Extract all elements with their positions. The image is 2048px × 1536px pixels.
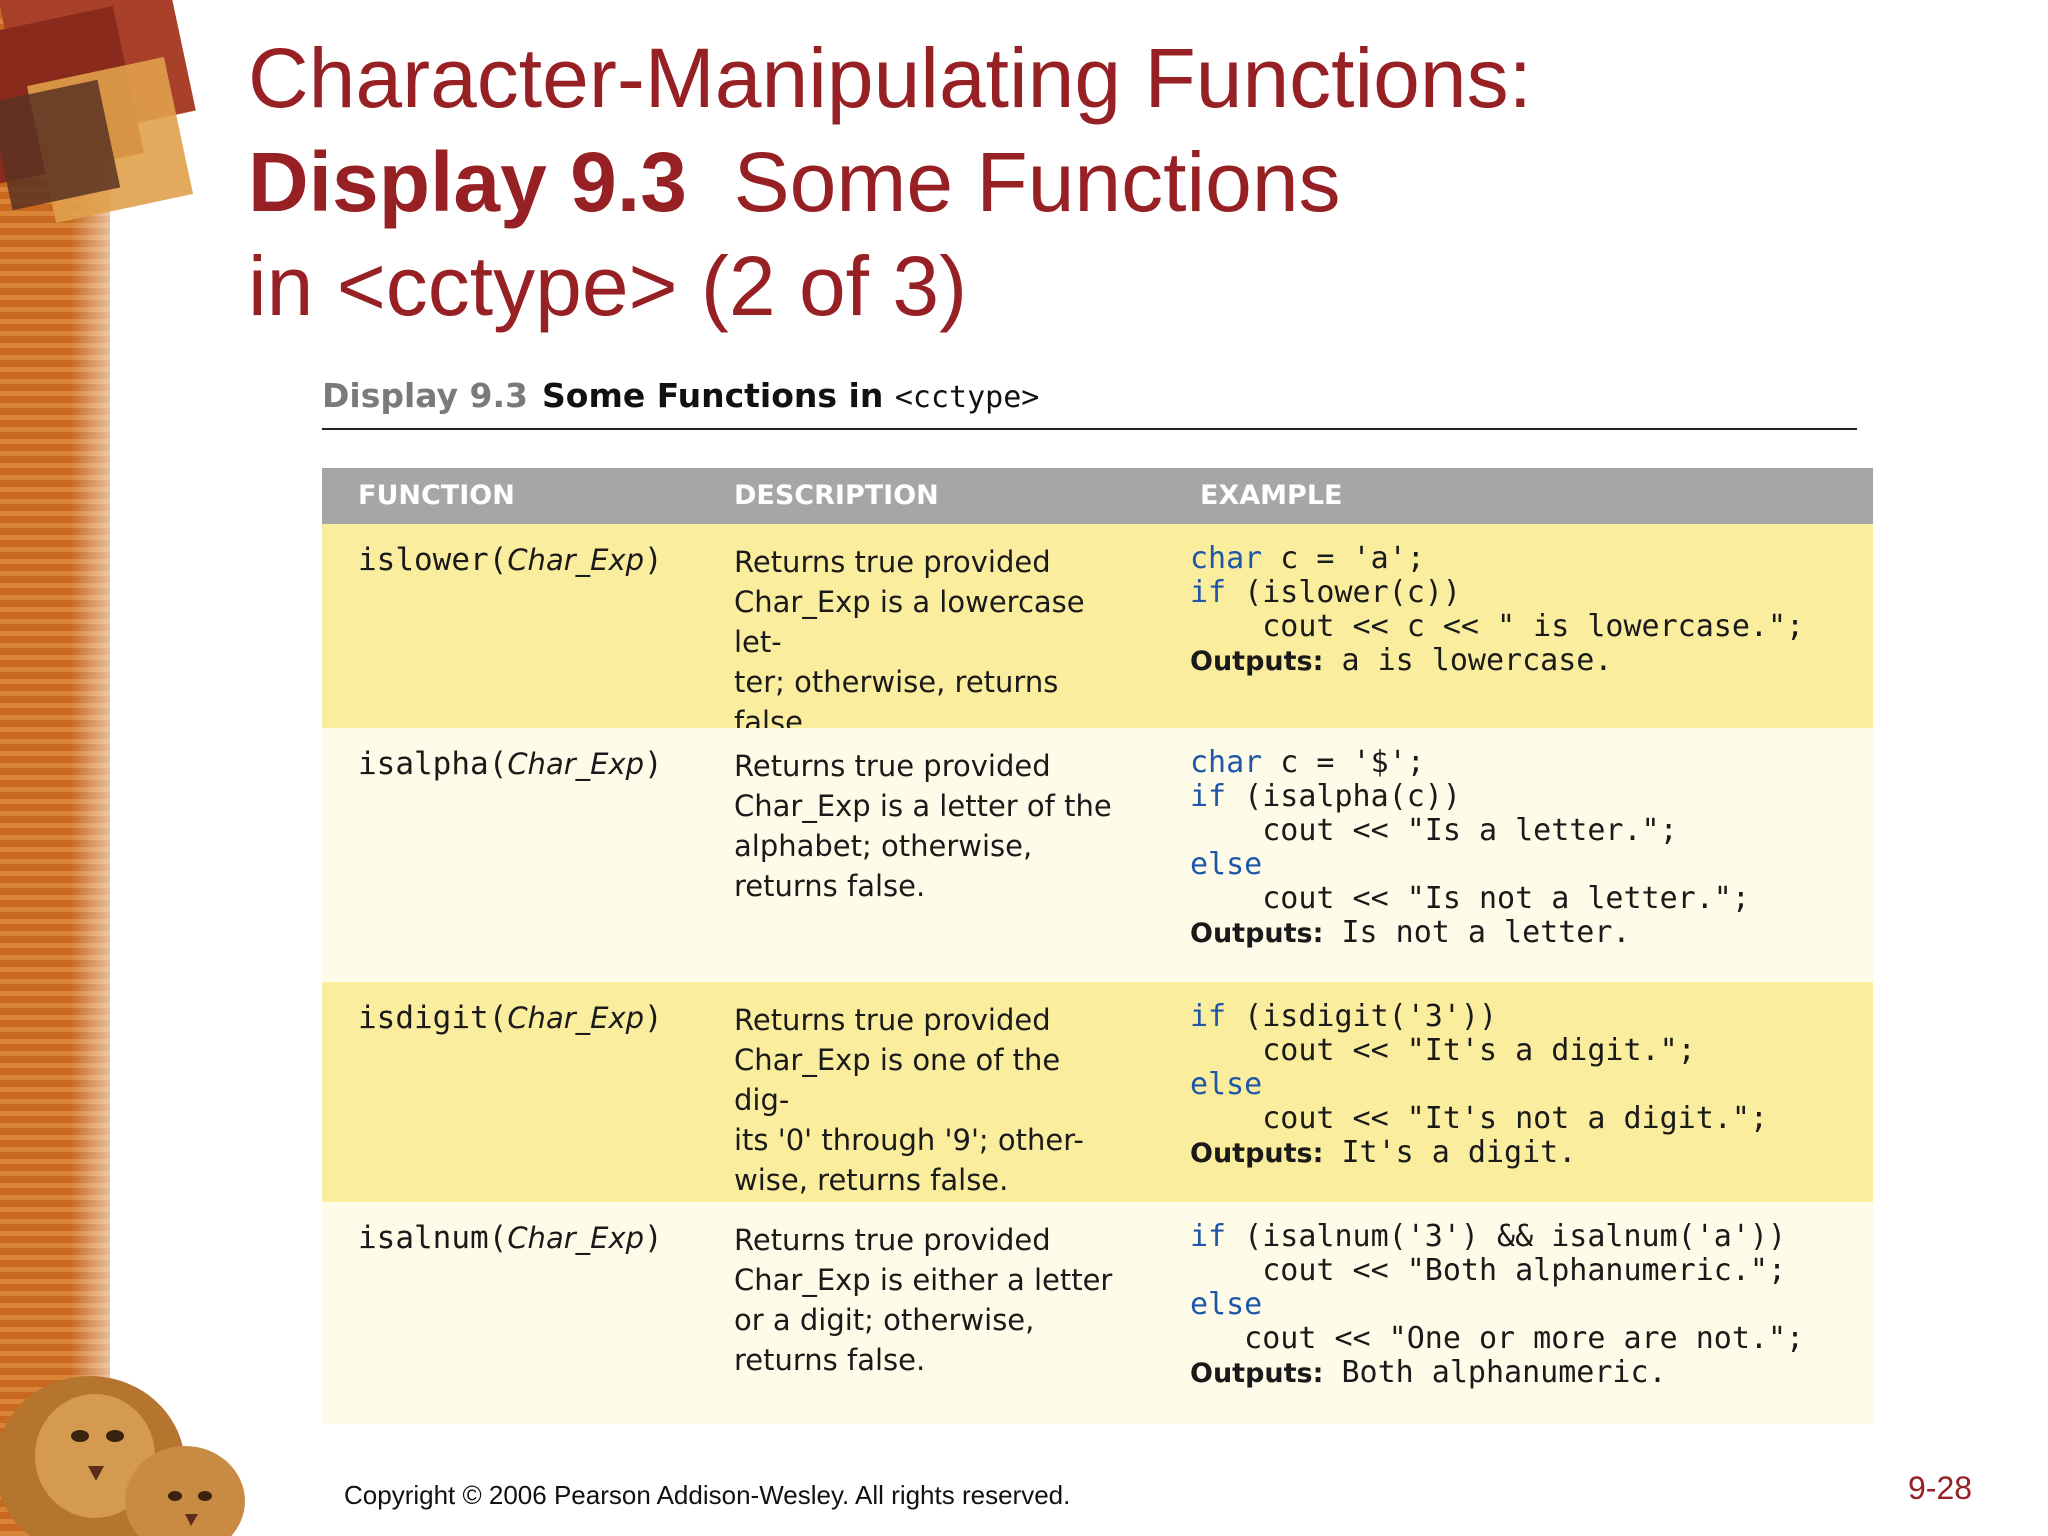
code-text: cout << "Both alphanumeric."; xyxy=(1190,1253,1787,1288)
code-line: cout << "Is a letter."; xyxy=(1190,814,1750,848)
table-row: isalnum(Char_Exp) Returns true provided C… xyxy=(322,1202,1873,1424)
function-argument: Char_Exp xyxy=(507,1221,645,1255)
header-function: FUNCTION xyxy=(358,480,515,511)
table-row: islower(Char_Exp) Returns true provided C… xyxy=(322,524,1873,739)
function-description: Returns true provided Char_Exp is either… xyxy=(734,1223,1113,1377)
function-name-text: islower( xyxy=(358,542,508,578)
code-keyword: if xyxy=(1190,575,1227,610)
table-row: isalpha(Char_Exp) Returns true provided C… xyxy=(322,728,1873,982)
code-line: if (isalnum('3') && isalnum('a')) xyxy=(1190,1220,1804,1254)
table-header: FUNCTION DESCRIPTION EXAMPLE xyxy=(322,468,1873,524)
code-example: char c = '$';if (isalpha(c)) cout << "Is… xyxy=(1190,746,1750,951)
code-keyword: else xyxy=(1190,1287,1263,1322)
code-line: if (islower(c)) xyxy=(1190,576,1804,610)
function-name: isalnum(Char_Exp) xyxy=(358,1220,663,1256)
title-line-3: in <cctype> (2 of 3) xyxy=(248,239,968,333)
code-line: if (isalpha(c)) xyxy=(1190,780,1750,814)
function-description: Returns true provided Char_Exp is a lowe… xyxy=(734,545,1085,739)
output-label: Outputs: xyxy=(1190,646,1324,677)
table-row: isdigit(Char_Exp) Returns true provided C… xyxy=(322,982,1873,1202)
function-name-text: isalnum( xyxy=(358,1220,508,1256)
code-line: cout << "Is not a letter."; xyxy=(1190,882,1750,916)
code-line: else xyxy=(1190,1288,1804,1322)
output-label: Outputs: xyxy=(1190,1138,1324,1169)
title-line-1: Character-Manipulating Functions: xyxy=(248,31,1532,125)
code-keyword: char xyxy=(1190,745,1263,780)
output-value: It's a digit. xyxy=(1323,1135,1577,1170)
code-text: c = '$'; xyxy=(1262,745,1425,780)
copyright-text: Copyright © 2006 Pearson Addison-Wesley.… xyxy=(344,1480,1071,1510)
code-text: (islower(c)) xyxy=(1226,575,1461,610)
code-text: cout << c << " is lowercase."; xyxy=(1190,609,1805,644)
title-line-2-rest: Some Functions xyxy=(733,135,1341,229)
code-line: char c = 'a'; xyxy=(1190,542,1804,576)
output-label: Outputs: xyxy=(1190,918,1324,949)
code-example: if (isalnum('3') && isalnum('a')) cout <… xyxy=(1190,1220,1804,1391)
output-line: Outputs: It's a digit. xyxy=(1190,1136,1768,1171)
code-line: cout << c << " is lowercase."; xyxy=(1190,610,1804,644)
code-line: char c = '$'; xyxy=(1190,746,1750,780)
output-label: Outputs: xyxy=(1190,1358,1324,1389)
page-number: 9-28 xyxy=(1908,1470,1973,1506)
code-example: char c = 'a';if (islower(c)) cout << c <… xyxy=(1190,542,1804,679)
output-value: a is lowercase. xyxy=(1323,643,1613,678)
function-argument: Char_Exp xyxy=(507,1001,645,1035)
display-title: Some Functions in <cctype> xyxy=(542,376,1039,415)
slide-title: Character-Manipulating Functions: Displa… xyxy=(248,26,1948,338)
code-line: else xyxy=(1190,848,1750,882)
function-name: isdigit(Char_Exp) xyxy=(358,1000,663,1036)
header-description: DESCRIPTION xyxy=(734,480,939,511)
code-line: cout << "Both alphanumeric."; xyxy=(1190,1254,1804,1288)
title-line-2: Display 9.3 Some Functions xyxy=(248,130,1948,234)
output-line: Outputs: Is not a letter. xyxy=(1190,916,1750,951)
code-text: cout << "One or more are not."; xyxy=(1190,1321,1805,1356)
function-description: Returns true provided Char_Exp is one of… xyxy=(734,1003,1084,1197)
code-line: cout << "One or more are not."; xyxy=(1190,1322,1804,1356)
function-name-text: isdigit( xyxy=(358,1000,508,1036)
code-text: cout << "Is a letter."; xyxy=(1190,813,1678,848)
output-line: Outputs: a is lowercase. xyxy=(1190,644,1804,679)
code-line: else xyxy=(1190,1068,1768,1102)
display-number: Display 9.3 xyxy=(322,376,528,415)
display-title-code: <cctype> xyxy=(894,380,1040,415)
display-title-text: Some Functions in xyxy=(542,376,884,415)
code-keyword: else xyxy=(1190,1067,1263,1102)
code-line: cout << "It's not a digit."; xyxy=(1190,1102,1768,1136)
code-text: (isalnum('3') && isalnum('a')) xyxy=(1226,1219,1787,1254)
code-text: cout << "Is not a letter."; xyxy=(1190,881,1750,916)
code-text: (isdigit('3')) xyxy=(1226,999,1498,1034)
function-description: Returns true provided Char_Exp is a lett… xyxy=(734,749,1112,903)
output-value: Both alphanumeric. xyxy=(1323,1355,1667,1390)
code-line: if (isdigit('3')) xyxy=(1190,1000,1768,1034)
code-text: cout << "It's a digit."; xyxy=(1190,1033,1696,1068)
code-text: cout << "It's not a digit."; xyxy=(1190,1101,1768,1136)
code-example: if (isdigit('3')) cout << "It's a digit.… xyxy=(1190,1000,1768,1171)
title-bold: Display 9.3 xyxy=(248,135,687,229)
code-text: c = 'a'; xyxy=(1262,541,1425,576)
code-line: cout << "It's a digit."; xyxy=(1190,1034,1768,1068)
code-keyword: if xyxy=(1190,999,1227,1034)
function-name: islower(Char_Exp) xyxy=(358,542,663,578)
code-keyword: char xyxy=(1190,541,1263,576)
header-example: EXAMPLE xyxy=(1200,480,1343,511)
code-text: (isalpha(c)) xyxy=(1226,779,1461,814)
function-argument: Char_Exp xyxy=(507,543,645,577)
code-keyword: if xyxy=(1190,1219,1227,1254)
decorative-stripe-fade xyxy=(70,0,150,1536)
output-value: Is not a letter. xyxy=(1323,915,1631,950)
functions-table: FUNCTION DESCRIPTION EXAMPLE islower(Cha… xyxy=(322,468,1873,1424)
code-keyword: else xyxy=(1190,847,1263,882)
function-name: isalpha(Char_Exp) xyxy=(358,746,663,782)
display-header: Display 9.3 Some Functions in <cctype> xyxy=(322,372,1857,430)
output-line: Outputs: Both alphanumeric. xyxy=(1190,1356,1804,1391)
function-name-text: isalpha( xyxy=(358,746,508,782)
function-argument: Char_Exp xyxy=(507,747,645,781)
code-keyword: if xyxy=(1190,779,1227,814)
lion-image xyxy=(0,1376,245,1536)
